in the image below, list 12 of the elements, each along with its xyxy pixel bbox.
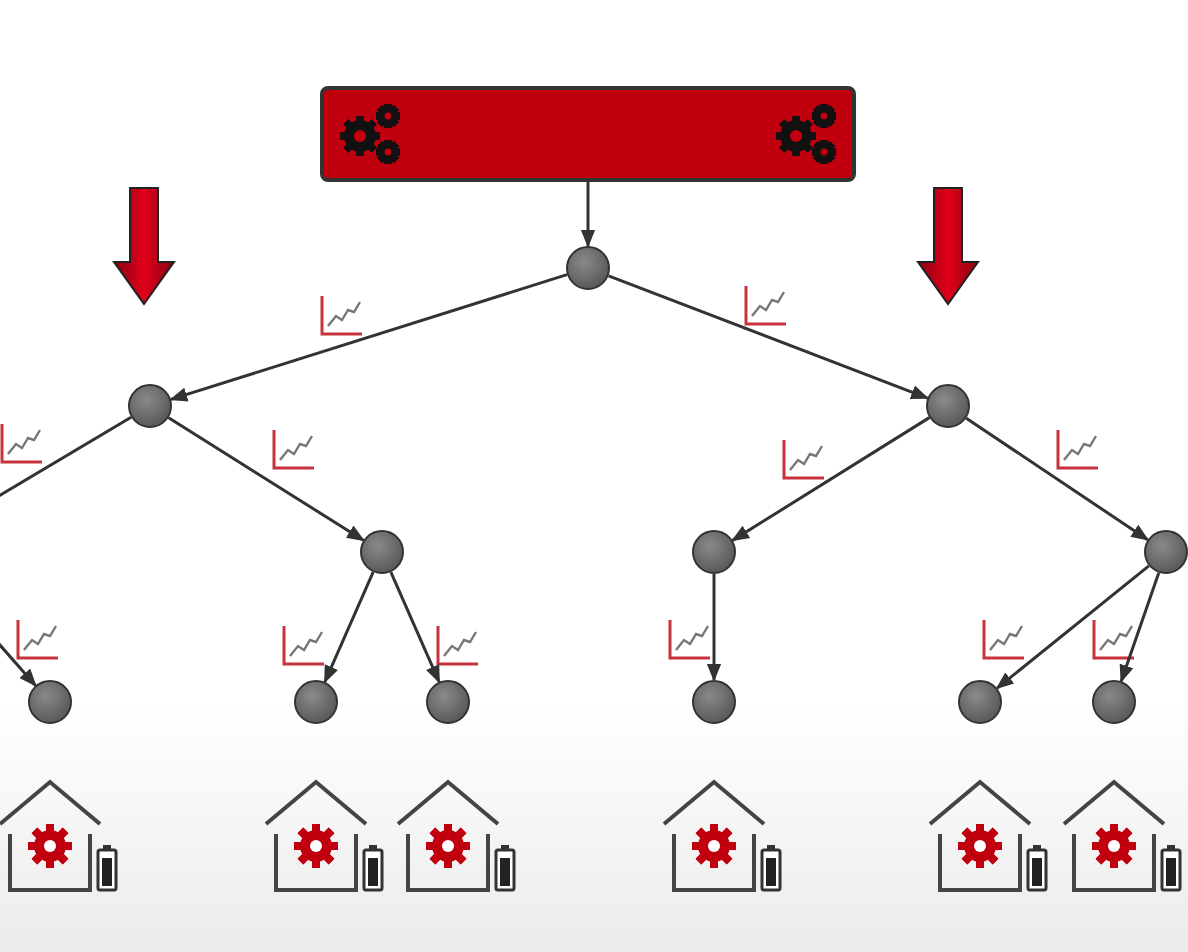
arrow: [389, 571, 441, 684]
arrow: [169, 273, 568, 402]
arrow: [167, 416, 365, 542]
arrow: [706, 574, 722, 682]
process-box: [320, 86, 856, 182]
arrow: [995, 564, 1150, 690]
arrow: [608, 274, 930, 400]
arrow: [731, 416, 931, 542]
arrow: [1119, 572, 1161, 683]
arrow: [323, 571, 375, 684]
arrow: [965, 417, 1150, 541]
arrow: [580, 182, 596, 248]
